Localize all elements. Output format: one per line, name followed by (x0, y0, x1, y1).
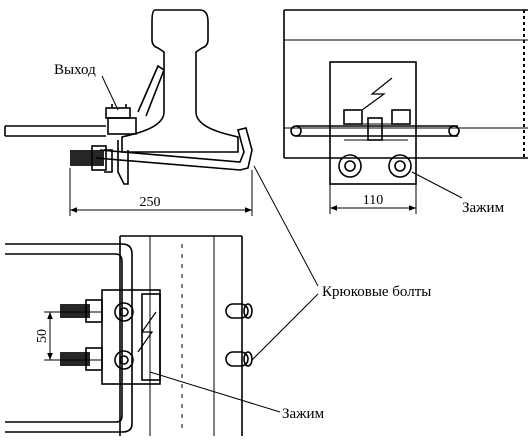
wire-pipe (4, 125, 106, 137)
clamp-plate-top (329, 61, 417, 185)
hook-bolts-leader-2 (251, 293, 319, 361)
rail-top-inner (284, 39, 528, 129)
hook-bolt-side (95, 127, 253, 171)
clamp-plate-plan (101, 289, 161, 385)
top-bar (296, 125, 458, 137)
output-leader (101, 75, 119, 111)
hook-bolts-label: Крюковые болты (322, 284, 431, 300)
lightning-icon-top (361, 77, 393, 111)
u-wire (5, 243, 133, 433)
plan-view (5, 165, 319, 436)
lightning-icon-plan (137, 311, 157, 353)
rail-top-outline (283, 9, 528, 159)
nut-left-top (338, 154, 362, 178)
dim-250-text: 250 (140, 195, 161, 210)
output-label: Выход (54, 62, 96, 78)
hook-bolts-leader-1 (253, 165, 319, 287)
clamp-top-label: Зажим (462, 200, 505, 216)
bolt-plan-bottom (114, 350, 134, 370)
nut-right-top (388, 154, 412, 178)
clamp-plan-label: Зажим (282, 406, 325, 422)
dim-50-text: 50 (35, 329, 50, 343)
bolt-plan-top (114, 302, 134, 322)
clamp-body (107, 117, 137, 135)
hook-bolt-plan-2 (225, 351, 249, 367)
rail-plan-inner (149, 236, 215, 436)
rail-plan-outline (119, 235, 243, 436)
bolt-thread-side (70, 150, 104, 166)
clamp-top-leader (411, 171, 463, 199)
output-lever (137, 64, 165, 117)
top-view (283, 9, 528, 214)
side-view (4, 9, 253, 216)
dim-110-text: 110 (363, 193, 383, 208)
rail-profile (121, 9, 239, 153)
hook-bolt-plan-1 (225, 303, 249, 319)
clamp-plan-leader (149, 371, 281, 413)
